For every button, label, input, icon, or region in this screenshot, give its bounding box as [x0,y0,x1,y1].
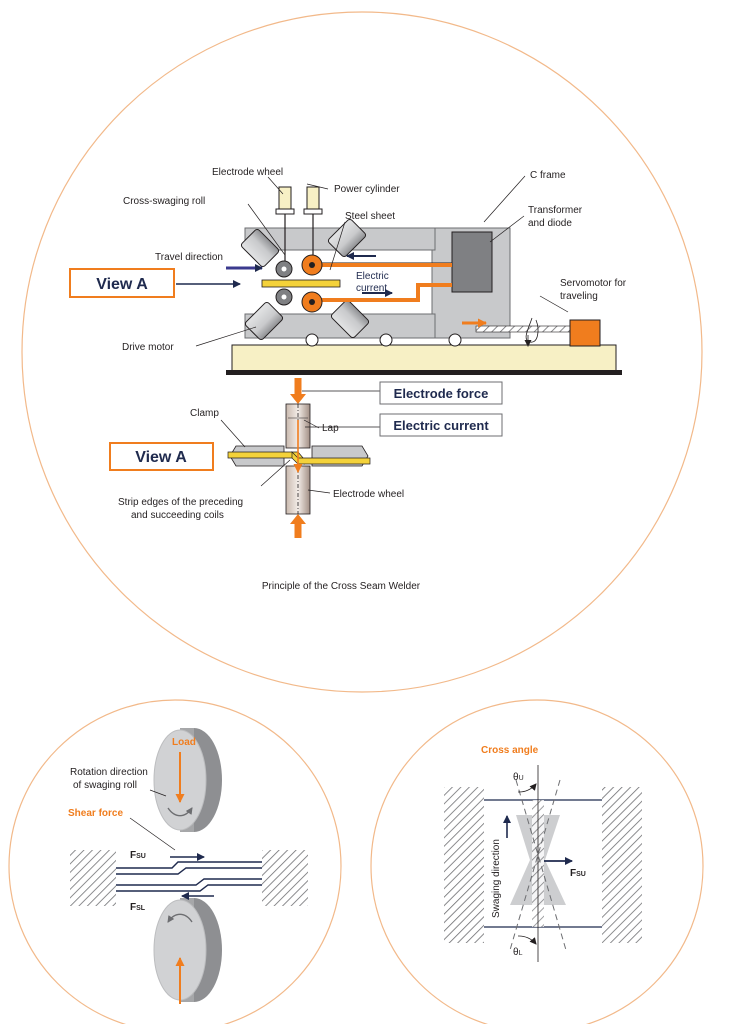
electric-current-box [379,413,503,437]
wall-left-r [444,787,484,943]
theta-u-label: θU [513,772,524,783]
bottom-left-circle-outline [8,699,342,1024]
floor-line [226,370,622,375]
label-servomotor-2: traveling [560,291,598,302]
fsl-label: FSL [130,902,146,913]
view-a-box-top [69,268,175,298]
figure-caption: Principle of the Cross Seam Welder [262,581,421,592]
label-steel-sheet: Steel sheet [345,211,395,222]
wall-right-r [602,787,642,943]
label-electrode-wheel: Electrode wheel [212,167,283,178]
electrode-force-box [379,381,503,405]
cross-angle-diagram [444,765,642,962]
base-platform [231,344,617,372]
drive-motor [327,218,367,258]
label-electric-current-1: Electric [356,271,389,282]
upper-sheet-lower-edge [116,867,262,875]
label-electric-current-2: current [356,283,387,294]
detail-view [220,378,380,538]
label-drive-motor: Drive motor [122,342,174,353]
label-c-frame: C frame [530,170,566,181]
swaging-direction-label: Swaging direction [491,839,502,918]
theta-u-arc [517,783,537,793]
cross-angle-label: Cross angle [481,745,539,756]
electric-current-label: Electric current [393,418,489,433]
drive-motor [240,228,280,268]
rotation-label-1: Rotation direction [70,767,148,778]
shear-force-label: Shear force [68,808,123,819]
bottom-right-circle-outline [370,699,704,1024]
wall-left [70,850,116,906]
electrode-force-label: Electrode force [394,386,489,401]
power-cylinder-right [306,186,320,210]
swaging-force-diagram [70,728,308,1004]
lower-sheet-lower-edge [116,884,262,892]
rotation-label-2: of swaging roll [73,780,137,791]
label-strip-edges-1: Strip edges of the preceding [118,497,243,508]
electrode-force-arrow-down [290,394,306,404]
label-cross-swaging-roll: Cross-swaging roll [123,196,205,207]
electrode-force-arrow-up [290,514,306,524]
label-lap: Lap [322,423,339,434]
label-transformer-2: and diode [528,218,572,229]
drive-motor [330,299,370,339]
lower-sheet [116,878,262,886]
carriage-wheel [379,333,393,347]
fsu-label: FSU [130,850,146,861]
leader-lines [195,175,569,347]
drive-motor [244,301,284,341]
upper-rotation-arrow [167,807,193,817]
theta-l-arc [517,935,537,945]
load-label: Load [172,737,196,748]
power-cylinder-left [278,186,292,210]
label-strip-edges-2: and succeeding coils [131,510,224,521]
upper-sheet [116,861,262,869]
view-a-label-detail: View A [135,449,187,466]
label-power-cylinder: Power cylinder [334,184,400,195]
servomotor [569,319,601,347]
lower-rotation-arrow [167,913,193,923]
label-travel-direction: Travel direction [155,252,223,263]
top-circle-outline [21,11,703,693]
label-electrode-wheel-detail: Electrode wheel [333,489,404,500]
label-transformer-1: Transformer [528,205,583,216]
steel-sheet [261,279,341,288]
transformer [451,231,493,293]
label-clamp: Clamp [190,408,219,419]
wall-right [262,850,308,906]
carriage-wheel [448,333,462,347]
carriage-wheel [305,333,319,347]
view-a-label-top: View A [96,276,148,293]
screw-shaft [475,325,571,333]
view-a-box-detail [109,442,214,471]
theta-l-label: θL [513,947,523,958]
label-servomotor-1: Servomotor for [560,278,627,289]
fsu-label-right: FSU [570,868,586,879]
current-bus-lower [318,283,452,302]
welder-machine [176,186,622,375]
